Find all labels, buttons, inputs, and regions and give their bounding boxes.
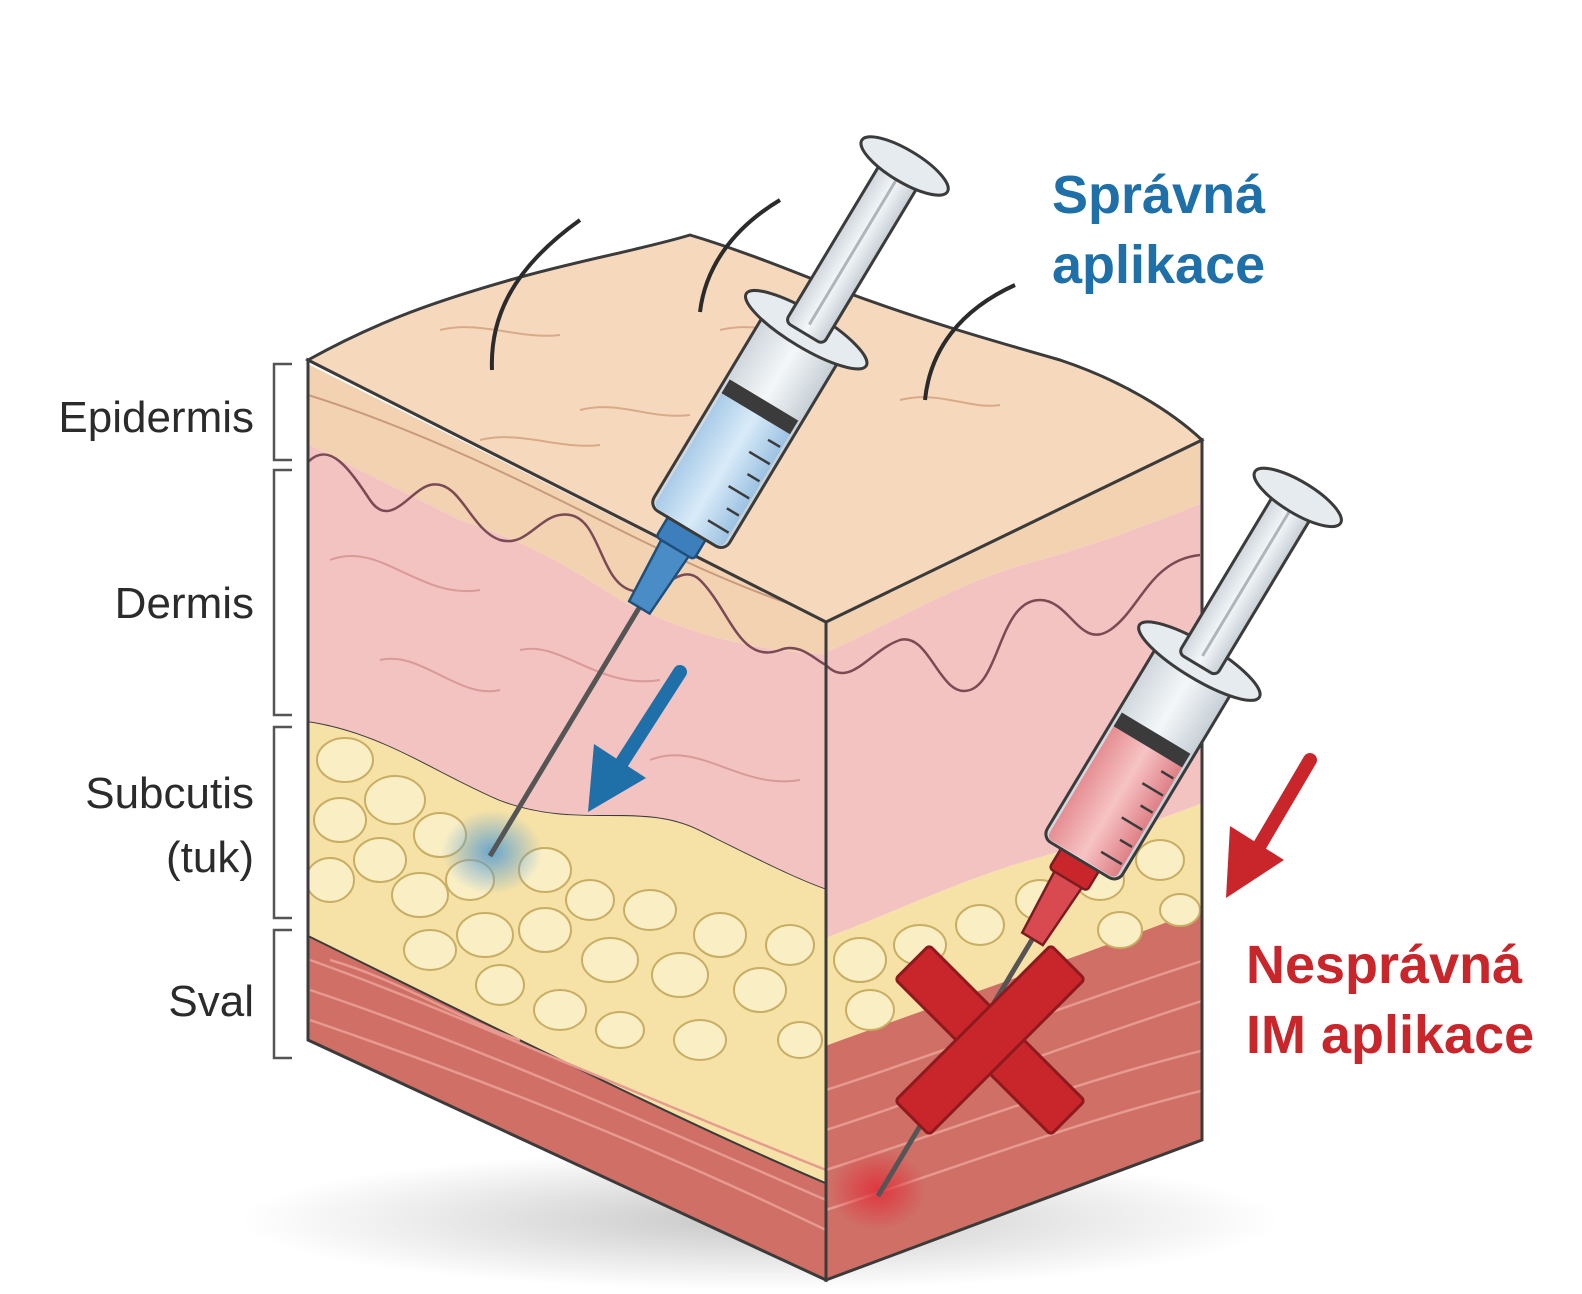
- layer-brackets: [274, 364, 292, 1058]
- callout-correct: Správná aplikace: [1052, 160, 1265, 300]
- callout-incorrect-line1: Nesprávná: [1246, 930, 1534, 1000]
- bracket-dermis: [274, 470, 292, 715]
- label-subcutis-line1: Subcutis: [85, 762, 254, 826]
- bracket-epidermis: [274, 364, 292, 460]
- callout-incorrect: Nesprávná IM aplikace: [1246, 930, 1534, 1070]
- bracket-subcutis: [274, 727, 292, 918]
- label-subcutis-line2: (tuk): [85, 826, 254, 890]
- label-dermis: Dermis: [115, 572, 254, 636]
- label-epidermis: Epidermis: [58, 386, 254, 450]
- label-sval: Sval: [168, 970, 254, 1034]
- label-subcutis: Subcutis (tuk): [85, 762, 254, 890]
- red-injection-spot: [830, 1150, 926, 1230]
- callout-incorrect-line2: IM aplikace: [1246, 1000, 1534, 1070]
- bracket-sval: [274, 930, 292, 1058]
- arrow-down-left-red-icon: [1226, 760, 1310, 898]
- callout-correct-line2: aplikace: [1052, 230, 1265, 300]
- callout-correct-line1: Správná: [1052, 160, 1265, 230]
